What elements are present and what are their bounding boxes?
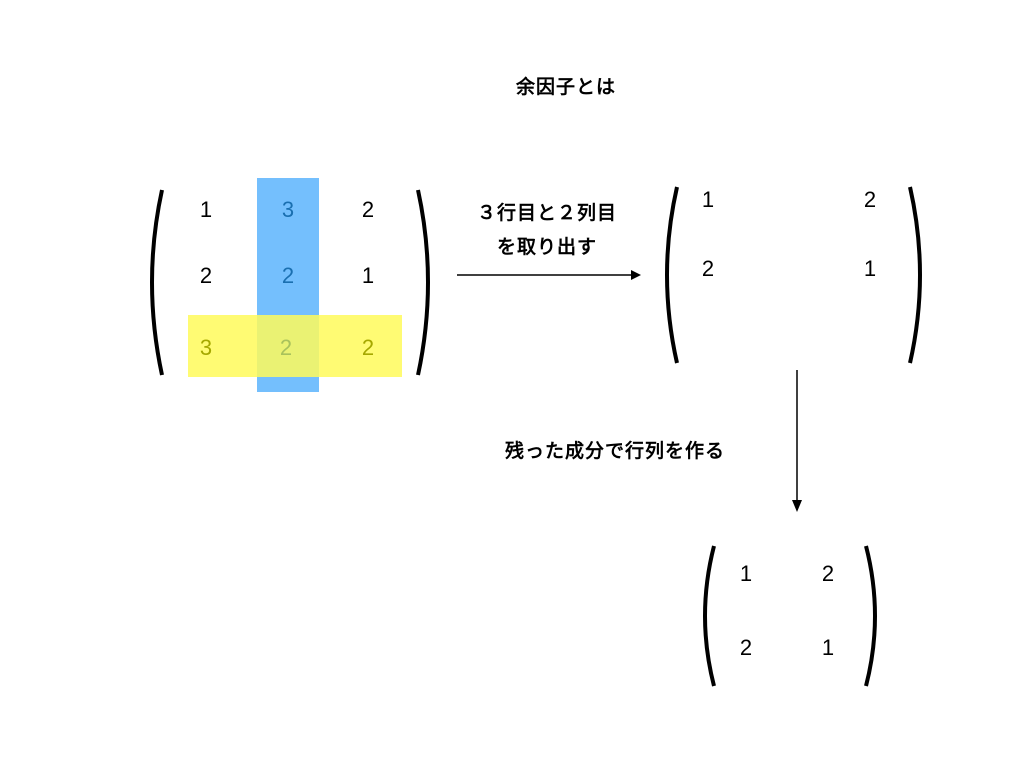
- matrix-cell: 2: [701, 256, 715, 281]
- left-parenthesis-icon: [150, 189, 164, 376]
- step1-label: ３行目と２列目 を取り出す: [462, 196, 632, 264]
- matrix-cell: 1: [821, 635, 835, 660]
- matrix-cell: 2: [739, 635, 753, 660]
- left-parenthesis-icon: [665, 186, 679, 364]
- step2-label: 残った成分で行列を作る: [504, 440, 725, 462]
- page-title: 余因子とは: [515, 76, 616, 98]
- matrix-cell: 3: [199, 335, 213, 360]
- matrix-cell: 2: [199, 263, 213, 288]
- right-parenthesis-icon: [416, 189, 430, 376]
- matrix-cell: 2: [361, 197, 375, 222]
- matrix-cell: 2: [863, 187, 877, 212]
- matrix-cell: 1: [863, 256, 877, 281]
- matrix-cell: 1: [361, 263, 375, 288]
- matrix-cell: 2: [279, 335, 293, 360]
- matrix-cell: 2: [821, 561, 835, 586]
- right-arrow-icon: [457, 270, 641, 280]
- matrix-cell: 1: [199, 197, 213, 222]
- matrix-cell: 3: [281, 197, 295, 222]
- step1-label-line2: を取り出す: [496, 236, 597, 258]
- matrix-cell: 2: [281, 263, 295, 288]
- matrix-cell: 1: [701, 187, 715, 212]
- left-parenthesis-icon: [703, 545, 716, 687]
- matrix-cell: 1: [739, 561, 753, 586]
- right-parenthesis-icon: [908, 186, 922, 364]
- row-highlight: [188, 315, 402, 377]
- matrix-cell: 2: [361, 335, 375, 360]
- down-arrow-icon: [792, 370, 802, 512]
- step1-label-line1: ３行目と２列目: [476, 202, 617, 224]
- right-parenthesis-icon: [864, 545, 877, 687]
